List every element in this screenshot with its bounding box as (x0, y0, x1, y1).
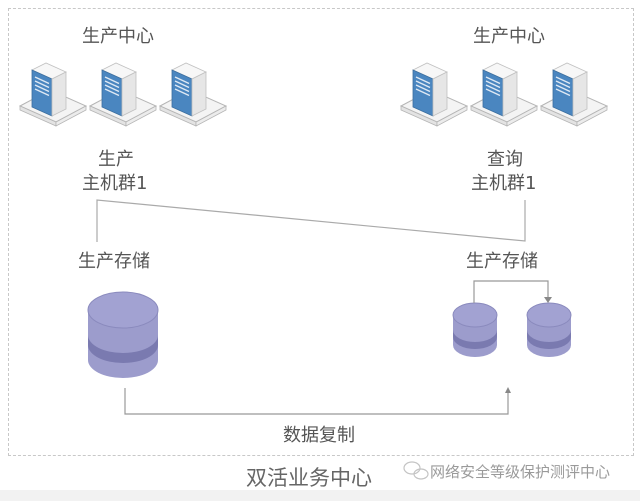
left-server-1 (19, 62, 87, 127)
right-host-group-line1: 查询 (487, 149, 523, 170)
replication-line (124, 388, 509, 415)
watermark-text: 网络安全等级保护测评中心 (430, 463, 611, 481)
left-server-3 (159, 62, 227, 127)
dual-active-frame (8, 8, 634, 456)
right-server-1 (400, 62, 468, 127)
replication-label: 数据复制 (283, 425, 355, 446)
left-storage-cylinder (87, 291, 159, 378)
right-storage-cylinder-2 (526, 302, 572, 357)
footer-bar (0, 490, 640, 501)
right-server-2 (470, 62, 538, 127)
left-host-group-line2: 主机群1 (82, 173, 148, 194)
local-copy-arrowhead (544, 297, 552, 303)
left-host-group-line1: 生产 (98, 149, 134, 170)
left-center-label: 生产中心 (82, 26, 154, 47)
replication-arrowhead (505, 387, 511, 393)
right-storage-label: 生产存储 (466, 251, 538, 272)
diagram-title: 双活业务中心 (246, 466, 372, 490)
wechat-icon (403, 461, 429, 480)
right-server-3 (540, 62, 608, 127)
right-center-label: 生产中心 (473, 26, 545, 47)
left-storage-label: 生产存储 (78, 251, 150, 272)
host-link-line (96, 199, 526, 242)
local-copy-arrow (473, 280, 549, 303)
right-host-group-line2: 主机群1 (471, 173, 537, 194)
left-server-2 (89, 62, 157, 127)
right-storage-cylinder-1 (452, 302, 498, 357)
